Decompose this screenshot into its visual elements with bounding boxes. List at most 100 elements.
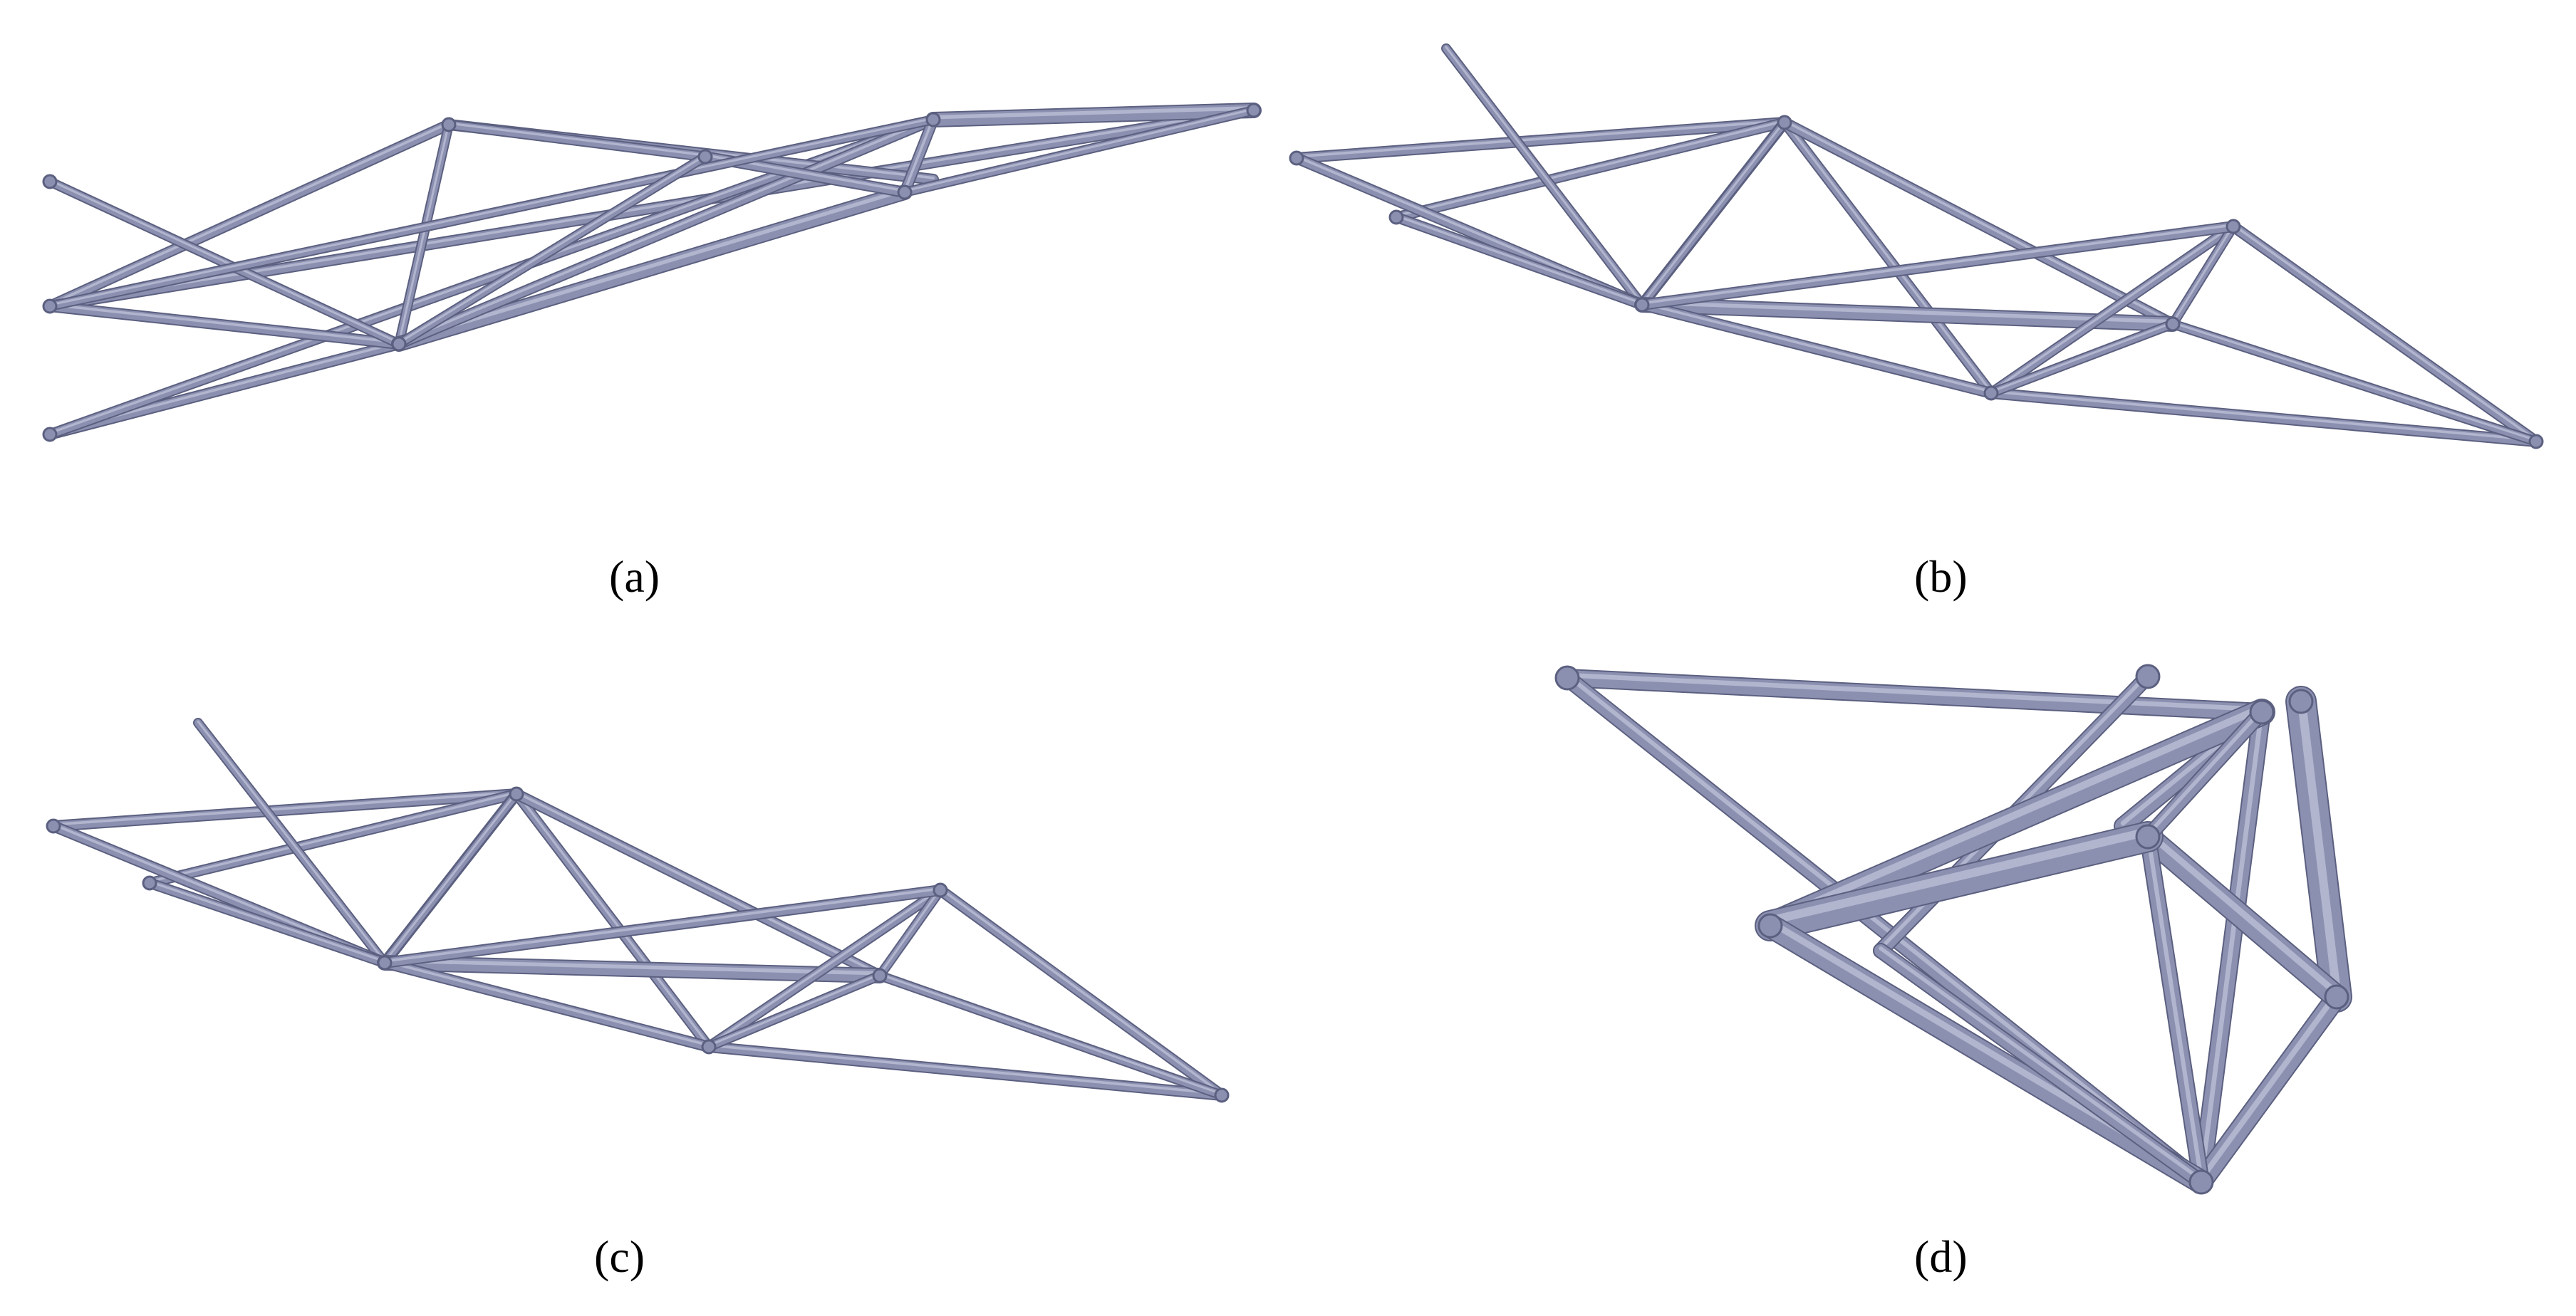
truss-strut-highlight (931, 106, 1256, 120)
truss-panel-d (1554, 664, 2352, 1195)
truss-strut-highlight (1990, 321, 2174, 393)
truss-strut (876, 972, 1225, 1099)
truss-strut (512, 790, 884, 980)
truss-joint (142, 875, 157, 891)
truss-strut (705, 972, 883, 1050)
truss-strut-highlight (48, 179, 400, 344)
truss-strut (705, 1043, 1226, 1100)
truss-strut (1636, 298, 2179, 330)
truss-strut-highlight (48, 122, 450, 306)
truss-strut-highlight (878, 887, 942, 976)
truss-strut-highlight (2146, 708, 2264, 837)
truss-strut-highlight (148, 791, 518, 883)
truss-joint (2135, 824, 2161, 850)
truss-joint (2528, 434, 2544, 449)
truss-joint (2249, 699, 2275, 725)
truss-strut (1638, 222, 2238, 309)
truss-panel-a (42, 103, 1262, 442)
caption-a: (a) (609, 551, 660, 602)
truss-strut-highlight (1641, 302, 1993, 393)
truss-strut-highlight (2232, 224, 2538, 442)
truss-strut-highlight (398, 117, 935, 344)
truss-strut (1292, 118, 1789, 162)
truss-joint (2165, 316, 2181, 332)
truss-strut (1392, 213, 1646, 309)
truss-joint (1554, 665, 1580, 691)
truss-joint (1757, 913, 1783, 939)
truss-strut-highlight (939, 887, 1223, 1095)
truss-strut-highlight (383, 887, 942, 963)
truss-strut-highlight (1990, 390, 2538, 442)
truss-strut-highlight (2171, 321, 2538, 442)
truss-strut-highlight (1783, 120, 1993, 393)
truss-strut-highlight (1395, 120, 1786, 217)
truss-joint (2288, 689, 2314, 714)
truss-strut-highlight (2198, 706, 2265, 1182)
truss-strut-highlight (2171, 224, 2235, 324)
truss-joint (42, 427, 58, 442)
truss-strut-highlight (903, 108, 1255, 192)
truss-strut-highlight (1766, 704, 2266, 925)
truss-strut (46, 106, 1258, 310)
truss-joint (1777, 115, 1792, 130)
truss-joint (2135, 664, 2161, 689)
truss-strut-highlight (1641, 224, 2235, 305)
truss-strut-highlight (1990, 224, 2235, 393)
truss-joint (933, 882, 948, 898)
truss-joint (697, 149, 713, 164)
truss-strut-highlight (197, 720, 386, 963)
truss-joint (509, 786, 524, 802)
truss-strut-highlight (383, 959, 882, 976)
truss-joint (897, 184, 913, 200)
truss-strut (145, 879, 389, 967)
truss-joint (1634, 297, 1650, 313)
truss-strut-highlight (515, 791, 881, 976)
truss-strut-highlight (1445, 46, 1643, 305)
truss-strut-highlight (1295, 120, 1786, 158)
truss-strut (927, 104, 1260, 126)
truss-joint (1983, 385, 1999, 401)
truss-strut-highlight (2297, 691, 2341, 996)
truss-strut (46, 120, 453, 310)
truss-joint (2188, 1169, 2214, 1195)
truss-strut (2169, 320, 2540, 445)
truss-strut-highlight (1641, 120, 1786, 305)
truss-strut-highlight (398, 154, 707, 344)
truss-strut (395, 115, 938, 348)
truss-strut (46, 302, 403, 348)
truss-joint (925, 112, 941, 127)
truss-strut-highlight (707, 887, 942, 1047)
truss-strut (380, 959, 713, 1051)
truss-joint (701, 1039, 717, 1055)
truss-strut-highlight (515, 791, 710, 1047)
truss-strut-highlight (383, 960, 710, 1047)
truss-strut-highlight (903, 117, 935, 192)
truss-strut (145, 790, 521, 887)
truss-strut-highlight (878, 973, 1223, 1095)
truss-strut (1988, 320, 2176, 397)
truss-joint (42, 174, 58, 189)
truss-joint (1214, 1087, 1230, 1103)
truss-strut (378, 956, 886, 982)
truss-strut-highlight (707, 1044, 1223, 1095)
truss-strut-highlight (1766, 827, 2152, 925)
truss-strut-highlight (2198, 991, 2339, 1182)
truss-strut (49, 790, 521, 830)
truss-joint (2324, 984, 2349, 1010)
truss-strut (1756, 822, 2162, 940)
truss-strut-highlight (2144, 830, 2340, 997)
truss-panel-b (1289, 43, 2544, 449)
truss-strut-highlight (48, 303, 400, 344)
truss-strut (901, 107, 1257, 196)
truss-strut-highlight (1564, 672, 2265, 712)
truss-strut (1987, 389, 2540, 446)
truss-strut (380, 886, 945, 967)
truss-strut-highlight (148, 880, 386, 963)
truss-joint (391, 336, 407, 352)
truss-strut-highlight (1395, 214, 1643, 305)
truss-strut-highlight (1640, 301, 2175, 324)
truss-strut (395, 153, 709, 348)
truss-strut (1392, 118, 1789, 221)
